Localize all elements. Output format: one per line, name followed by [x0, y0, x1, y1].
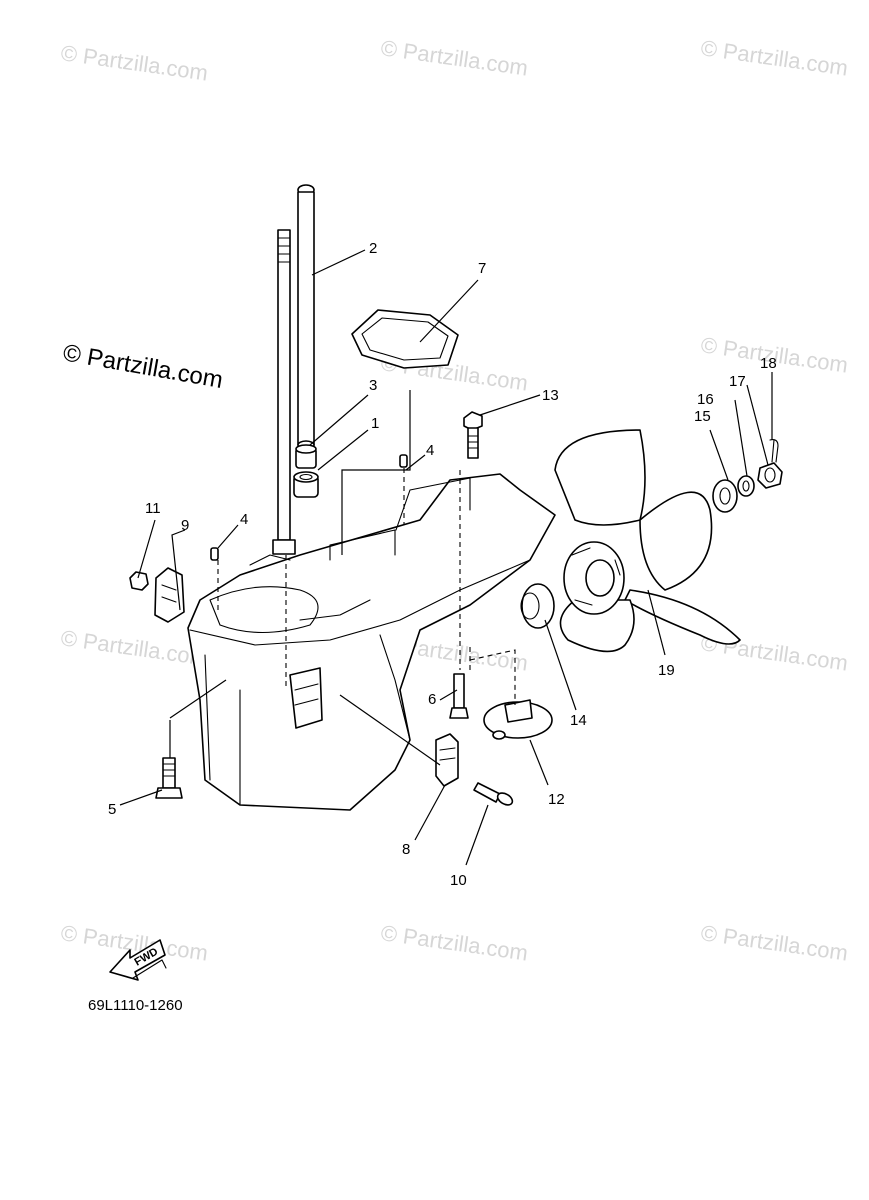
- callout-4: 4: [426, 442, 434, 459]
- bolt-6: [449, 673, 469, 719]
- watermark: © Partzilla.com: [699, 920, 849, 965]
- callout-5: 5: [108, 801, 116, 818]
- callout-14: 14: [570, 712, 587, 729]
- nut: [129, 571, 149, 591]
- centerlines: [217, 468, 516, 705]
- thrust-spacer: [520, 583, 555, 629]
- callout-2: 2: [369, 240, 377, 257]
- watermark: © Partzilla.com: [379, 920, 529, 965]
- water-inlet-cover-left: [154, 567, 185, 623]
- gasket: [351, 309, 459, 369]
- callout-18: 18: [760, 355, 777, 372]
- callout-labels: 1 2 3 4 4 5 6 7 8 9 10 11 12 13 14 15 16…: [108, 240, 777, 889]
- callout-1: 1: [371, 415, 379, 432]
- diagram-code: 69L1110-1260: [88, 997, 183, 1014]
- callout-12: 12: [548, 791, 565, 808]
- shift-rod: [297, 184, 315, 450]
- dowel-pin: [210, 547, 219, 561]
- callout-10: 10: [450, 872, 467, 889]
- bolt-5: [155, 757, 183, 799]
- propeller-nut: [757, 462, 783, 489]
- screw: [473, 782, 514, 806]
- callout-6: 6: [428, 691, 436, 708]
- bolt-top: [463, 411, 483, 459]
- callout-7: 7: [478, 260, 486, 277]
- watermark: © Partzilla.com: [379, 35, 529, 80]
- callout-13: 13: [542, 387, 559, 404]
- watermark: © Partzilla.com: [59, 40, 209, 85]
- propeller-spacer: [712, 479, 738, 513]
- dowel-pin: [399, 454, 408, 468]
- leader-lines: [119, 249, 773, 866]
- callout-8: 8: [402, 841, 410, 858]
- anode: [483, 699, 553, 740]
- watermark: © Partzilla.com: [699, 35, 849, 80]
- propeller: [554, 429, 741, 653]
- callout-16: 16: [697, 391, 714, 408]
- shift-rod-seal: [293, 471, 319, 498]
- washer: [737, 475, 755, 497]
- water-inlet-cover: [435, 733, 459, 787]
- cotter-pin: [769, 439, 779, 463]
- callout-3: 3: [369, 377, 377, 394]
- callout-15: 15: [694, 408, 711, 425]
- shift-rod-bushing: [295, 444, 317, 469]
- watermark-highlight: © Partzilla.com: [61, 339, 225, 394]
- watermark: © Partzilla.com: [59, 625, 209, 670]
- callout-11: 11: [145, 500, 161, 517]
- drive-shaft: [272, 229, 296, 555]
- callout-17: 17: [729, 373, 746, 390]
- lower-casing: [187, 473, 556, 811]
- callout-19: 19: [658, 662, 675, 679]
- callout-4b: 4: [240, 511, 248, 528]
- callout-9: 9: [181, 517, 189, 534]
